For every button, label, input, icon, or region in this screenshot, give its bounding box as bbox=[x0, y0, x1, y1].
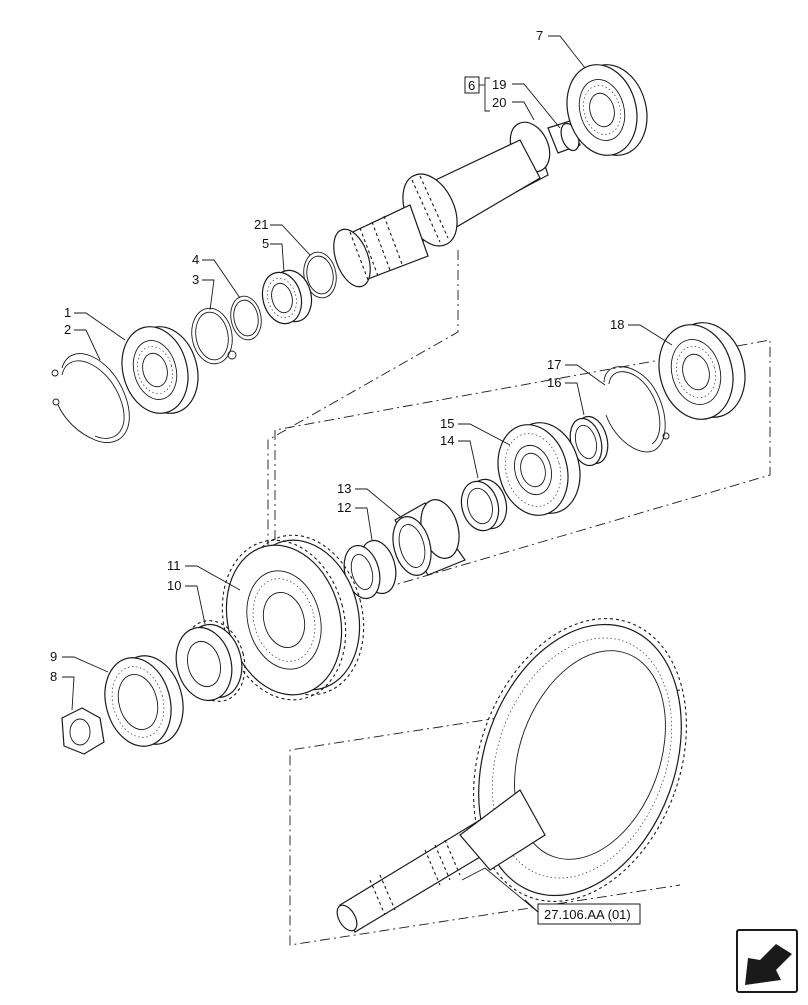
part-5-needle-bearing bbox=[261, 269, 313, 325]
assembly-dash-lines bbox=[267, 250, 771, 946]
callout-19: 19 bbox=[492, 77, 506, 92]
callout-11: 11 bbox=[167, 558, 181, 573]
part-3-snap-ring bbox=[191, 307, 237, 365]
callout-13: 13 bbox=[337, 481, 351, 496]
part-8-nut bbox=[61, 707, 105, 755]
part-2-circlip bbox=[51, 353, 130, 443]
part-7-bearing bbox=[566, 64, 648, 156]
callout-16: 16 bbox=[547, 375, 561, 390]
part-17-circlip bbox=[603, 366, 670, 453]
part-15-bearing bbox=[497, 422, 581, 516]
callout-21: 21 bbox=[254, 217, 268, 232]
callout-7: 7 bbox=[536, 28, 543, 43]
part-21-ring bbox=[303, 251, 337, 299]
callout-1: 1 bbox=[64, 305, 71, 320]
part-16-ring bbox=[569, 415, 609, 467]
part-4-ring bbox=[230, 295, 262, 341]
main-shaft bbox=[333, 121, 551, 288]
part-9-bearing bbox=[104, 655, 184, 747]
part-14-ring bbox=[460, 478, 508, 532]
reference-label: 27.106.AA (01) bbox=[544, 907, 631, 922]
callout-8: 8 bbox=[50, 669, 57, 684]
part-13-sleeve bbox=[392, 499, 466, 576]
callout-3: 3 bbox=[192, 272, 199, 287]
part-10-gear bbox=[175, 620, 246, 702]
callout-10: 10 bbox=[167, 578, 181, 593]
callout-17: 17 bbox=[547, 357, 561, 372]
leader-lines bbox=[62, 35, 673, 913]
part-18-bearing bbox=[658, 322, 746, 420]
callout-6: 6 bbox=[468, 78, 475, 93]
callout-12: 12 bbox=[337, 500, 351, 515]
callout-20: 20 bbox=[492, 95, 506, 110]
callout-15: 15 bbox=[440, 416, 454, 431]
callout-labels: 7 6 19 20 21 5 4 3 1 2 18 17 16 15 14 13… bbox=[50, 28, 624, 684]
next-page-arrow-icon[interactable] bbox=[736, 929, 798, 993]
callout-9: 9 bbox=[50, 649, 57, 664]
part-1-bearing bbox=[121, 326, 199, 414]
bevel-gear-set bbox=[336, 618, 687, 933]
callout-18: 18 bbox=[610, 317, 624, 332]
reference-link[interactable]: 27.106.AA (01) bbox=[537, 903, 641, 925]
callout-14: 14 bbox=[440, 433, 454, 448]
callout-2: 2 bbox=[64, 322, 71, 337]
callout-4: 4 bbox=[192, 252, 199, 267]
part-12-bushing bbox=[343, 539, 397, 600]
assembly-bracket bbox=[464, 76, 490, 112]
callout-5: 5 bbox=[262, 236, 269, 251]
